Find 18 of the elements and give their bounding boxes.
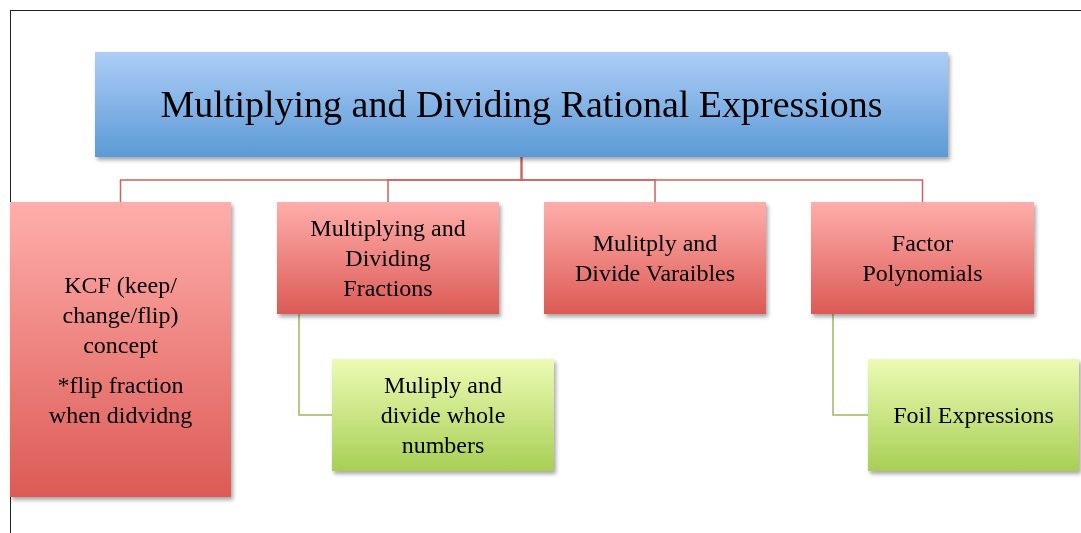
- connector-line: [298, 313, 333, 416]
- title-box: [95, 52, 948, 157]
- box-text: Mulitply and Divide Varaibles: [573, 229, 737, 288]
- box-text: Foil Expressions: [893, 401, 1054, 430]
- box-text: Muliply and divide whole numbers: [379, 371, 507, 460]
- box-text: *flip fraction when didvidng: [47, 370, 194, 430]
- connector-line: [520, 156, 924, 203]
- box-text: Multiplying and Dividing Fractions: [309, 214, 467, 303]
- connector-line: [832, 313, 869, 416]
- topic-box: [277, 202, 499, 314]
- box-text: KCF (keep/ change/flip) concept: [61, 270, 180, 360]
- topic-box: [811, 202, 1034, 314]
- topic-box: [332, 359, 554, 471]
- topic-box: [10, 202, 231, 497]
- box-text: Multiplying and Dividing Rational Expressions: [160, 81, 883, 127]
- topic-box: [868, 359, 1079, 471]
- box-text: Factor Polynomials: [861, 229, 984, 288]
- topic-box: [544, 202, 766, 314]
